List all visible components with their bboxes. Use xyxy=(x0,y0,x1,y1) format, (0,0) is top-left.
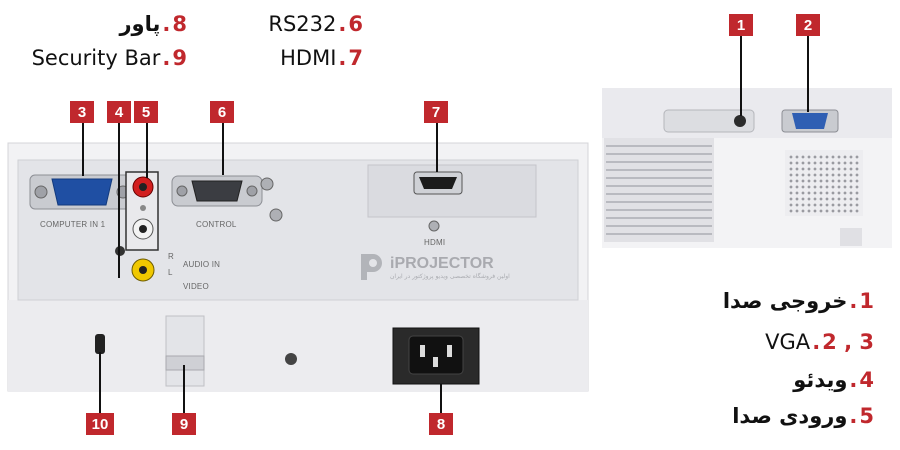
vent-left xyxy=(604,138,714,242)
badge-8: 8 xyxy=(429,413,453,435)
badge-5: 5 xyxy=(134,101,158,123)
badge-4: 4 xyxy=(107,101,131,123)
foot xyxy=(840,228,862,246)
leader-2 xyxy=(807,36,809,112)
badge-7: 7 xyxy=(424,101,448,123)
leader-4 xyxy=(118,120,120,278)
leader-9 xyxy=(183,365,185,415)
side-vga-port xyxy=(782,110,838,132)
leader-5 xyxy=(146,120,148,178)
leader-1 xyxy=(740,36,742,116)
badge-9: 9 xyxy=(172,413,196,435)
leader-3 xyxy=(82,120,84,176)
badge-10: 10 xyxy=(86,413,114,435)
badge-2: 2 xyxy=(796,14,820,36)
leader-8 xyxy=(440,384,442,415)
badge-3: 3 xyxy=(70,101,94,123)
speaker-holes xyxy=(788,154,860,214)
leader-10 xyxy=(99,352,101,414)
badge-1: 1 xyxy=(729,14,753,36)
leader-7 xyxy=(436,120,438,172)
badge-6: 6 xyxy=(210,101,234,123)
audio-out-jack xyxy=(734,115,746,127)
leader-6 xyxy=(222,120,224,175)
